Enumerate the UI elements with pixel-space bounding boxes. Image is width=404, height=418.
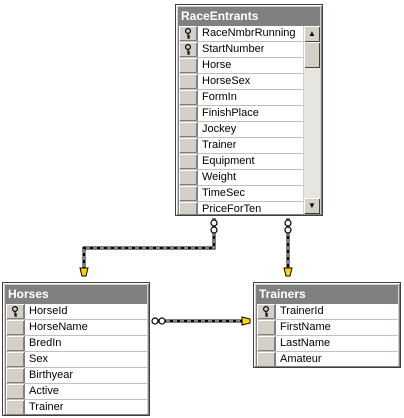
row-selector[interactable] <box>6 352 25 367</box>
field-row[interactable]: Trainer <box>179 138 304 154</box>
many-end-icon <box>158 317 166 325</box>
field-row[interactable]: Birthyear <box>6 368 147 384</box>
row-selector[interactable] <box>6 336 25 351</box>
row-selector[interactable] <box>257 352 276 366</box>
many-end-icon <box>151 317 159 325</box>
field-name: Trainer <box>202 139 237 151</box>
field-row[interactable]: BredIn <box>6 336 147 352</box>
row-selector[interactable] <box>179 154 198 169</box>
row-selector[interactable] <box>6 320 25 335</box>
row-selector[interactable] <box>179 202 198 214</box>
scroll-up-arrow-icon[interactable]: ▲ <box>304 26 320 42</box>
row-selector[interactable] <box>179 74 198 89</box>
key-icon <box>263 306 269 317</box>
field-row[interactable]: Trainer <box>6 400 147 414</box>
many-end-icon <box>284 219 292 227</box>
row-selector[interactable] <box>179 106 198 121</box>
field-name: LastName <box>280 337 331 349</box>
field-name: Trainer <box>29 401 64 413</box>
table-title-race-entrants[interactable]: RaceEntrants <box>178 7 320 25</box>
row-selector[interactable] <box>179 58 198 73</box>
field-row[interactable]: Jockey <box>179 122 304 138</box>
relationship-race-entrants-trainers[interactable] <box>283 218 293 277</box>
field-row[interactable]: FinishPlace <box>179 106 304 122</box>
field-row[interactable]: Sex <box>6 352 147 368</box>
key-icon <box>79 267 89 277</box>
row-selector[interactable] <box>179 138 198 153</box>
field-row[interactable]: LastName <box>257 336 398 352</box>
field-name: PriceForTen <box>202 203 262 214</box>
field-name: HorseSex <box>202 75 251 87</box>
field-name: FormIn <box>202 91 237 103</box>
field-row[interactable]: Amateur <box>257 352 398 366</box>
field-name: Birthyear <box>29 369 74 381</box>
key-icon <box>185 44 191 55</box>
key-icon <box>12 306 18 317</box>
field-row[interactable]: HorseSex <box>179 74 304 90</box>
relationship-horses-trainers[interactable] <box>151 316 251 326</box>
field-row[interactable]: Horse <box>179 58 304 74</box>
field-name: Active <box>29 385 59 397</box>
many-end-icon <box>210 226 218 234</box>
field-row[interactable]: FirstName <box>257 320 398 336</box>
row-selector[interactable] <box>179 122 198 137</box>
field-row[interactable]: TrainerId <box>257 304 398 320</box>
key-icon <box>241 316 251 326</box>
key-icon <box>283 267 293 277</box>
vertical-scrollbar[interactable]: ▲ ▼ <box>303 26 320 214</box>
field-row[interactable]: RaceNmbrRunning <box>179 26 304 42</box>
field-name: Equipment <box>202 155 255 167</box>
scroll-down-arrow-icon[interactable]: ▼ <box>304 198 320 214</box>
field-name: TimeSec <box>202 187 245 199</box>
row-selector[interactable] <box>179 170 198 185</box>
row-selector[interactable] <box>6 304 25 319</box>
field-name: Weight <box>202 171 237 183</box>
field-name: BredIn <box>29 337 62 349</box>
key-icon <box>185 28 191 39</box>
field-name: Horse <box>202 59 232 71</box>
many-end-icon <box>284 226 292 234</box>
field-name: RaceNmbrRunning <box>202 27 296 39</box>
field-name: Jockey <box>202 123 237 135</box>
scroll-thumb[interactable] <box>304 42 320 68</box>
table-title-trainers[interactable]: Trainers <box>256 285 398 303</box>
field-row[interactable]: HorseId <box>6 304 147 320</box>
row-selector[interactable] <box>179 42 198 57</box>
field-name: Sex <box>29 353 48 365</box>
field-name: HorseId <box>29 305 68 317</box>
row-selector[interactable] <box>6 400 25 414</box>
field-name: Amateur <box>280 353 322 365</box>
row-selector[interactable] <box>6 368 25 383</box>
field-name: StartNumber <box>202 43 265 55</box>
field-row[interactable]: PriceForTen <box>179 202 304 214</box>
field-row[interactable]: Active <box>6 384 147 400</box>
row-selector[interactable] <box>257 336 276 351</box>
field-row[interactable]: TimeSec <box>179 186 304 202</box>
field-name: FirstName <box>280 321 331 333</box>
row-selector[interactable] <box>257 320 276 335</box>
many-end-icon <box>210 219 218 227</box>
row-selector[interactable] <box>179 90 198 105</box>
field-name: TrainerId <box>280 305 324 317</box>
row-selector[interactable] <box>179 186 198 201</box>
row-selector[interactable] <box>257 304 276 319</box>
field-row[interactable]: Weight <box>179 170 304 186</box>
field-row[interactable]: HorseName <box>6 320 147 336</box>
field-row[interactable]: Equipment <box>179 154 304 170</box>
table-title-horses[interactable]: Horses <box>5 285 147 303</box>
field-row[interactable]: FormIn <box>179 90 304 106</box>
field-name: HorseName <box>29 321 88 333</box>
row-selector[interactable] <box>179 26 198 41</box>
field-name: FinishPlace <box>202 107 259 119</box>
field-row[interactable]: StartNumber <box>179 42 304 58</box>
relationship-race-entrants-horses[interactable] <box>79 218 218 277</box>
row-selector[interactable] <box>6 384 25 399</box>
